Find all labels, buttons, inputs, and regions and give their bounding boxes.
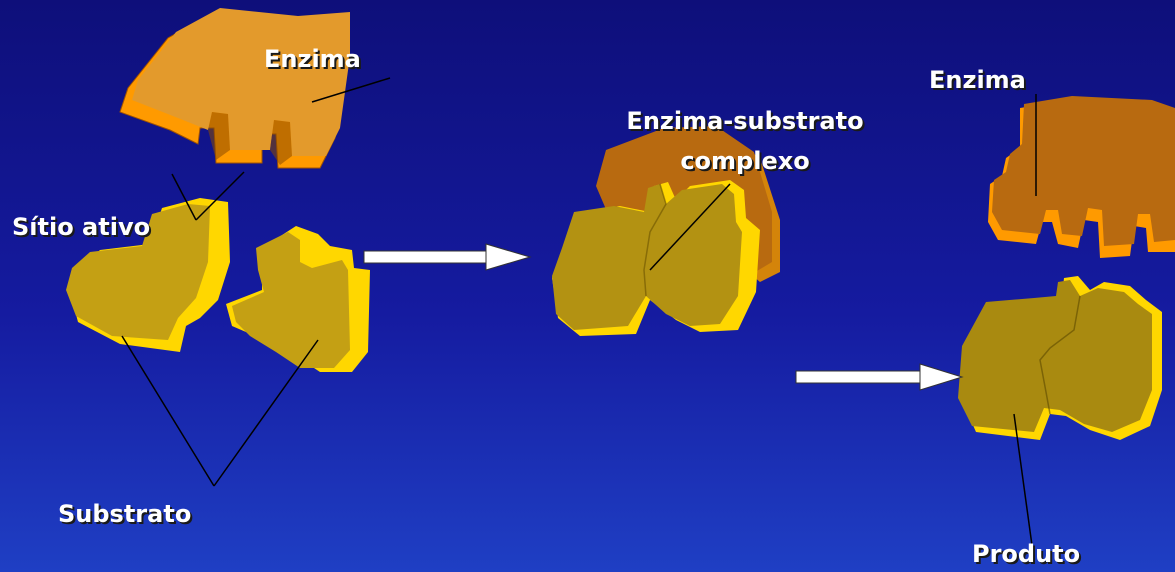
substrate-left-shape-b [226, 226, 370, 372]
leader-line-substrate-a [122, 336, 214, 486]
arrow-to-product [796, 364, 962, 390]
active-site-label: Sítio ativo [12, 213, 150, 241]
leader-line-substrate-b [214, 340, 318, 486]
enzyme-right-shape [988, 96, 1175, 258]
complex-label-line1: Enzima-substrato [602, 107, 888, 135]
product-shape [958, 276, 1162, 440]
enzyme-label-right: Enzima [929, 66, 1026, 94]
enzyme-left-shape [120, 8, 350, 168]
arrow-to-complex [364, 244, 530, 270]
substrate-label: Substrato [58, 500, 191, 528]
complex-substrate-shape [552, 180, 760, 336]
product-label: Produto [972, 540, 1080, 568]
complex-label-line2: complexo [602, 147, 888, 175]
enzyme-label-left: Enzima [264, 45, 361, 73]
